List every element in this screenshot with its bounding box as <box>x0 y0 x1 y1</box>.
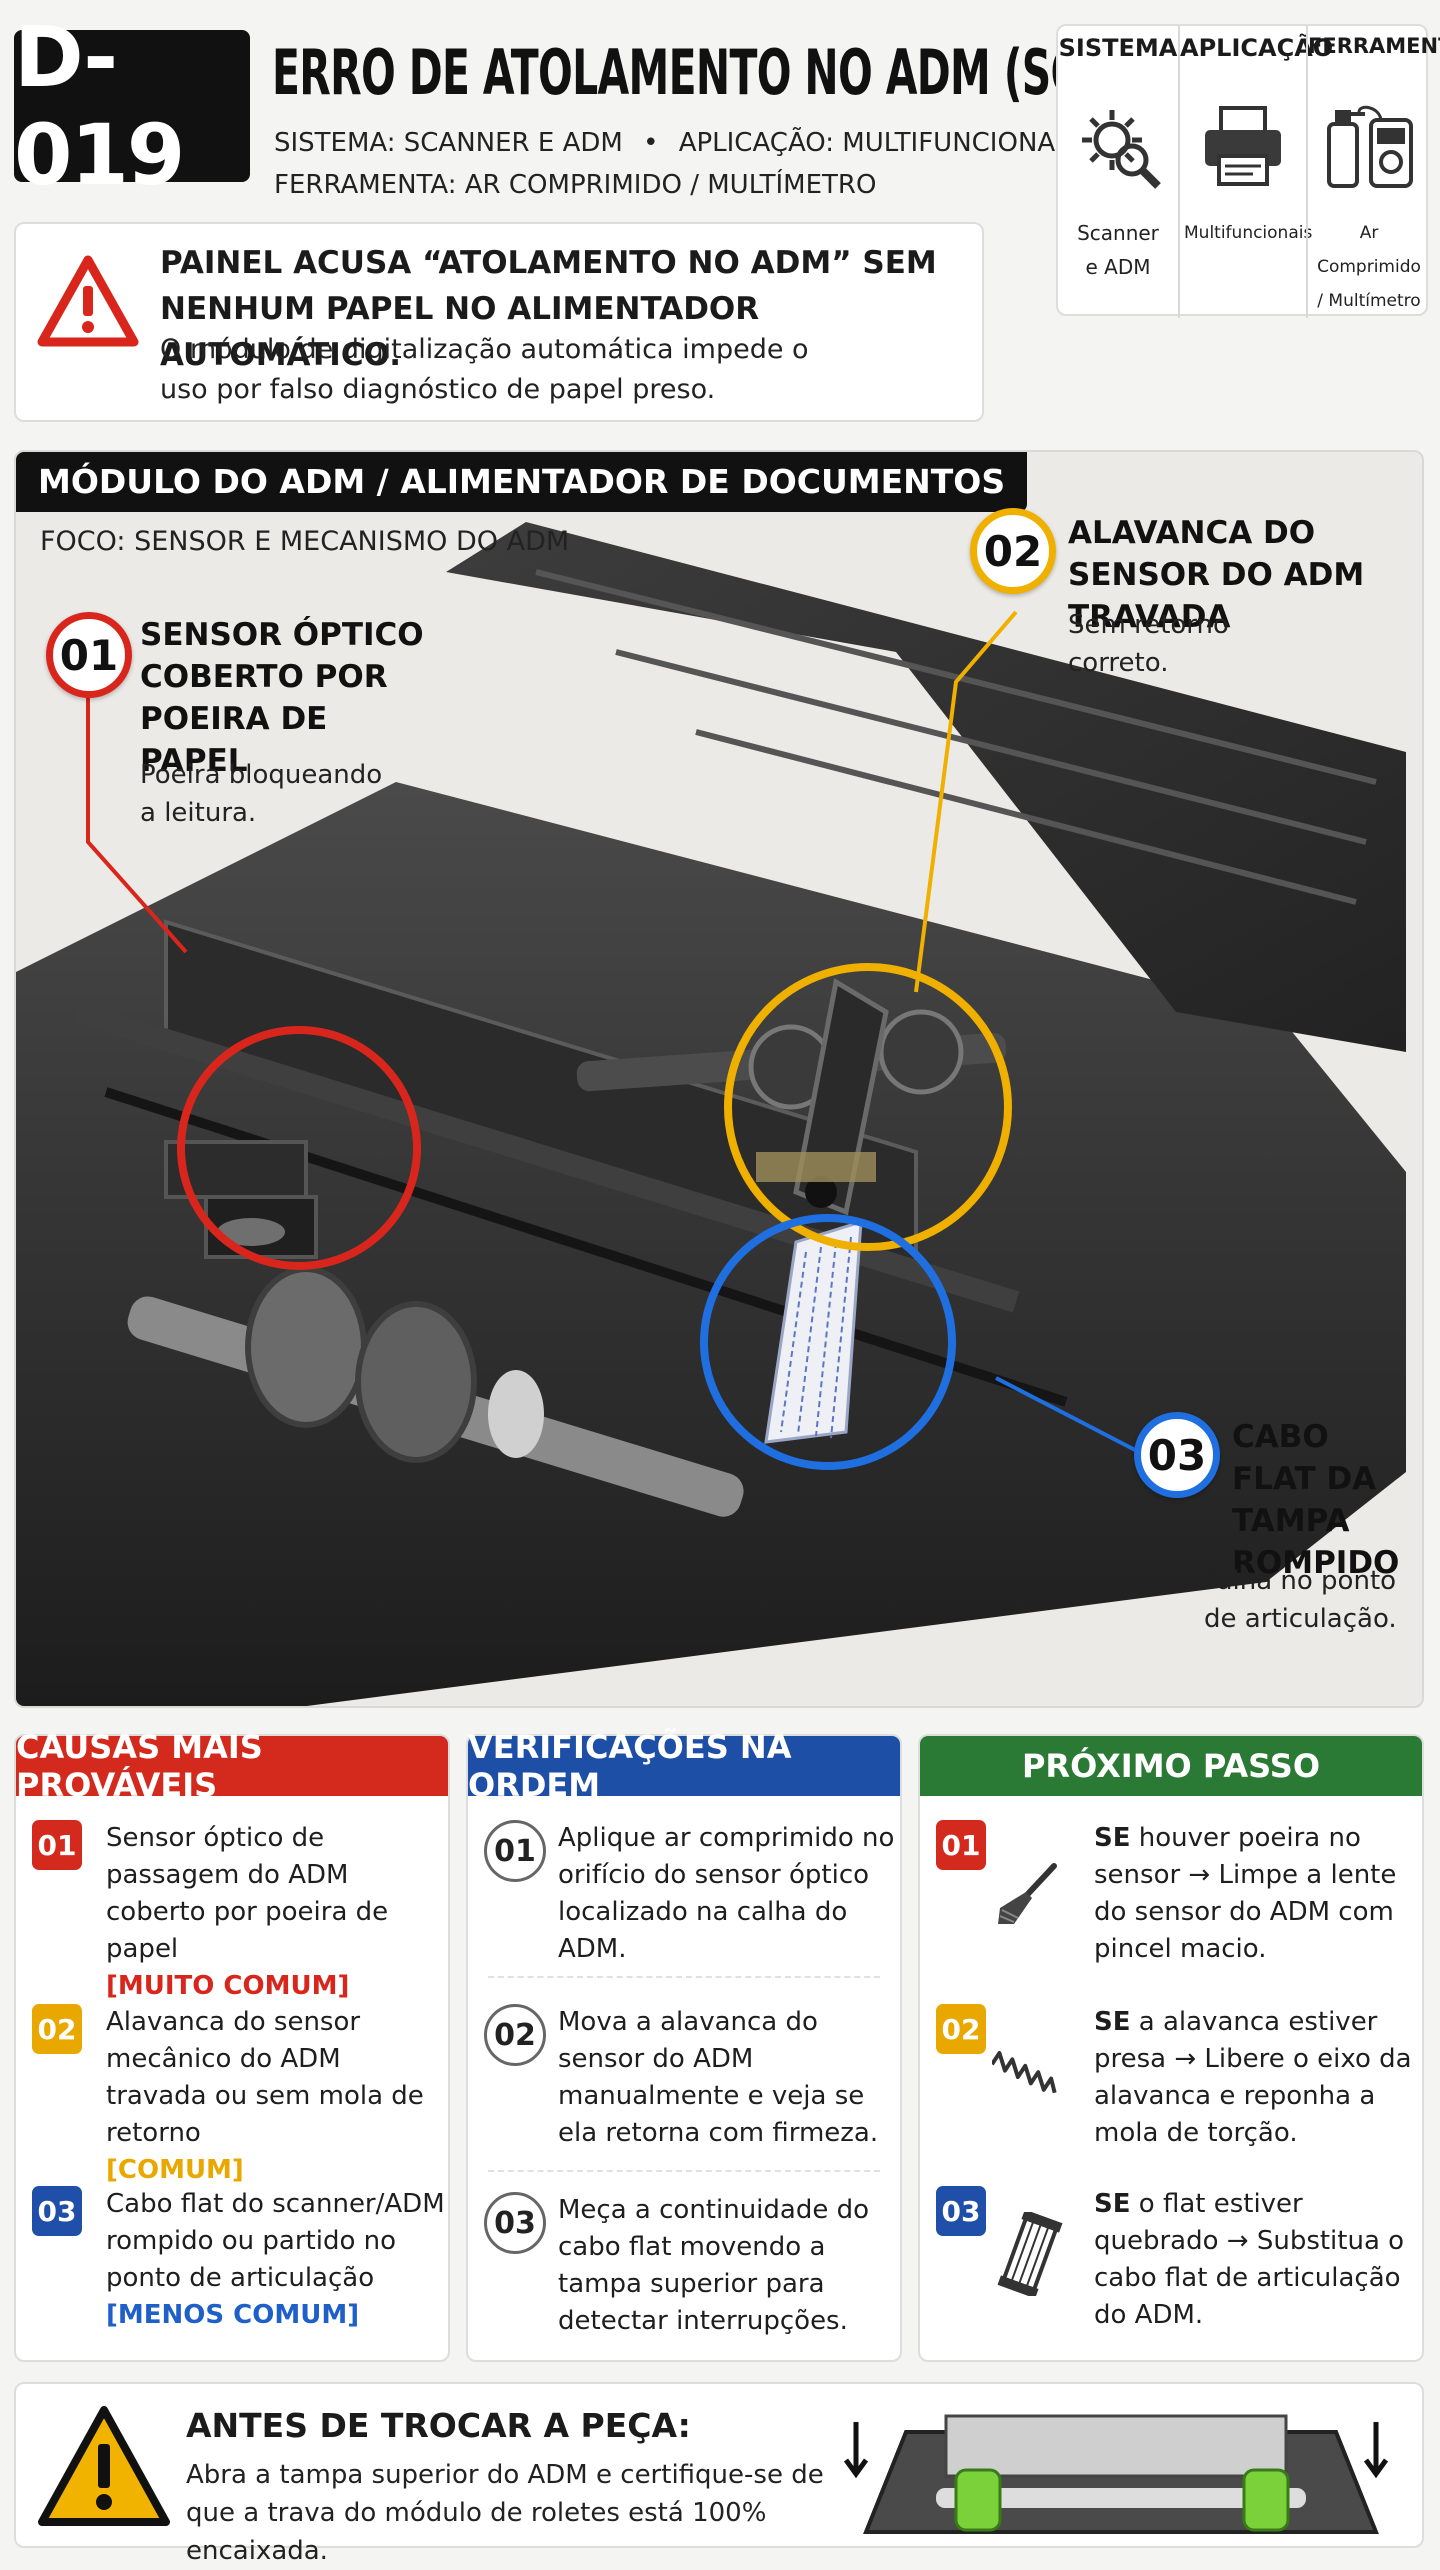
callout-01-number: 01 <box>46 612 132 698</box>
summary-value: Scanner e ADM <box>1077 221 1159 279</box>
callout-03-title: CABO FLAT DA TAMPA ROMPIDO <box>1232 1419 1400 1581</box>
roller-module-illustration <box>843 2414 1389 2534</box>
meta-line-2: FERRAMENTA: AR COMPRIMIDO / MULTÍMETRO <box>274 170 877 200</box>
cause-text: Sensor óptico de passagem do ADM coberto… <box>106 1823 389 2001</box>
summary-value: Ar Comprimido / Multímetro <box>1317 223 1421 311</box>
callout-02-title: ALAVANCA DO SENSOR DO ADM TRAVADA <box>1068 515 1365 635</box>
cause-frequency-tag: [MENOS COMUM] <box>106 2300 360 2330</box>
check-number: 03 <box>484 2192 546 2254</box>
callout-02-desc: Sem retorno correto. <box>1068 610 1229 678</box>
callout-02-number: 02 <box>970 508 1056 594</box>
check-number: 01 <box>484 1820 546 1882</box>
cause-frequency-tag: [MUITO COMUM] <box>106 1971 350 2001</box>
next-step-badge: 01 <box>936 1820 986 1870</box>
check-text: Meça a continuidade do cabo flat movendo… <box>558 2195 870 2336</box>
gear-magnifier-icon <box>1082 110 1161 189</box>
alert-headline: PAINEL ACUSA “ATOLAMENTO NO ADM” SEM NEN… <box>160 245 937 373</box>
problem-alert: PAINEL ACUSA “ATOLAMENTO NO ADM” SEM NEN… <box>14 222 984 422</box>
next-step-badge: 02 <box>936 2004 986 2054</box>
summary-heading: APLICAÇÃO <box>1180 34 1334 62</box>
next-step-badge: 03 <box>936 2186 986 2236</box>
callout-03-desc: Falha no ponto de articulação. <box>1204 1566 1397 1634</box>
warning-triangle-icon <box>38 2406 170 2526</box>
air-can-multimeter-icon <box>1327 105 1413 188</box>
spring-icon <box>992 2051 1057 2094</box>
meta-system: SISTEMA: SCANNER E ADM <box>274 128 623 158</box>
adm-module-figure: MÓDULO DO ADM / ALIMENTADOR DE DOCUMENTO… <box>14 450 1424 1708</box>
next-step-text: SE houver poeira no sensor → Limpe a len… <box>1094 1823 1397 1964</box>
warning-triangle-icon <box>37 255 139 347</box>
checks-panel: VERIFICAÇÕES NA ORDEM 01 Aplique ar comp… <box>466 1728 902 2362</box>
next-step-text: SE a alavanca estiver presa → Libere o e… <box>1094 2007 1412 2148</box>
meta-application: APLICAÇÃO: MULTIFUNCIONAIS <box>678 128 1080 158</box>
cause-badge: 01 <box>32 1820 82 1870</box>
divider <box>488 1976 880 1978</box>
alert-description: O módulo de digitalização automática imp… <box>160 334 809 405</box>
causes-header: CAUSAS MAIS PROVÁVEIS <box>16 1728 448 1804</box>
printer-icon <box>1205 106 1281 186</box>
footer-warning: ANTES DE TROCAR A PEÇA: Abra a tampa sup… <box>14 2382 1424 2566</box>
module-focus: FOCO: SENSOR E MECANISMO DO ADM <box>40 526 570 557</box>
error-code: D-019 <box>14 8 250 204</box>
adm-module-illustration <box>16 522 1406 1706</box>
meta-bullet: • <box>643 128 659 158</box>
cause-frequency-tag: [COMUM] <box>106 2155 244 2185</box>
summary-heading: FERRAMENTA <box>1308 34 1440 58</box>
summary-system: SISTEMA Scanner e ADM <box>1058 26 1178 318</box>
callout-01-title: SENSOR ÓPTICO COBERTO POR POEIRA DE PAPE… <box>140 617 424 779</box>
next-step-text: SE o flat estiver quebrado → Substitua o… <box>1094 2189 1405 2330</box>
check-text: Mova a alavanca do sensor do ADM manualm… <box>558 2007 879 2148</box>
footer-text: Abra a tampa superior do ADM e certifiqu… <box>186 2460 824 2566</box>
cause-badge: 02 <box>32 2004 82 2054</box>
summary-value: Multifuncionais <box>1184 223 1313 243</box>
brush-icon <box>998 1863 1057 1924</box>
flat-cable-icon <box>997 2212 1063 2296</box>
next-step-header: PRÓXIMO PASSO <box>920 1736 1422 1796</box>
callout-03-number: 03 <box>1134 1412 1220 1498</box>
checks-header: VERIFICAÇÕES NA ORDEM <box>468 1728 900 1804</box>
causes-panel: CAUSAS MAIS PROVÁVEIS 01 Sensor óptico d… <box>14 1728 450 2362</box>
summary-tool: FERRAMENTA Ar Comprimido / Multímetro <box>1306 26 1440 318</box>
next-step-panel: PRÓXIMO PASSO 01 SE houver poeira no sen… <box>918 1734 1424 2362</box>
summary-application: APLICAÇÃO Multifuncionais <box>1178 26 1334 318</box>
divider <box>488 2170 880 2172</box>
summary-grid: SISTEMA Scanner e ADM APLICAÇÃO Multifun… <box>1056 24 1440 318</box>
summary-heading: SISTEMA <box>1058 34 1178 62</box>
footer-title: ANTES DE TROCAR A PEÇA: <box>186 2406 691 2445</box>
check-number: 02 <box>484 2004 546 2066</box>
cause-text: Alavanca do sensor mecânico do ADM trava… <box>106 2007 424 2185</box>
cause-badge: 03 <box>32 2186 82 2236</box>
module-section-title: MÓDULO DO ADM / ALIMENTADOR DE DOCUMENTO… <box>16 452 1028 512</box>
cause-text: Cabo flat do scanner/ADM rompido ou part… <box>106 2189 445 2330</box>
check-text: Aplique ar comprimido no orifício do sen… <box>558 1823 895 1964</box>
meta-line-1: SISTEMA: SCANNER E ADM • APLICAÇÃO: MULT… <box>274 128 1079 158</box>
callout-01-desc: Poeira bloqueando a leitura. <box>140 760 383 828</box>
